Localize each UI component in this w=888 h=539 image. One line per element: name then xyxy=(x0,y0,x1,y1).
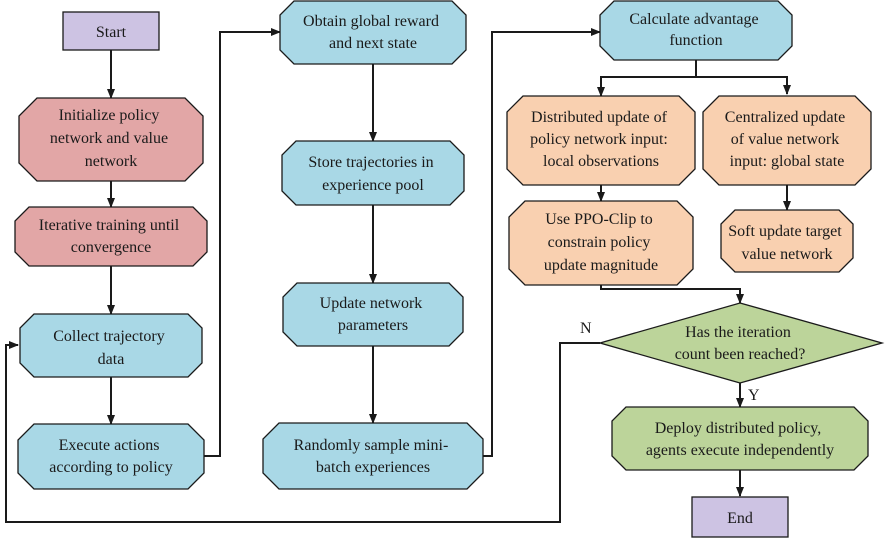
obtain-node-shape xyxy=(279,0,467,65)
collect-node-line: Collect trajectory xyxy=(53,328,165,345)
start-node-line: Start xyxy=(96,24,127,41)
edge-decision-no-to-collect xyxy=(5,341,600,523)
end-node-shape xyxy=(691,496,789,538)
update-params-node: Update network parameters xyxy=(282,282,464,347)
dist-update-node-line: local observations xyxy=(543,153,659,170)
execute-node-line: according to policy xyxy=(49,459,173,476)
dist-update-node: Distributed update of policy network inp… xyxy=(506,95,696,186)
edge-label-yes: Y xyxy=(748,387,760,404)
iterative-node-line: convergence xyxy=(71,239,152,256)
decision-node-line: Has the iteration xyxy=(685,324,791,341)
soft-update-node: Soft update target value network xyxy=(720,209,854,273)
central-update-node-text: Centralized update of value network inpu… xyxy=(725,109,849,170)
ppo-clip-node: Use PPO-Clip to constrain policy update … xyxy=(508,200,694,286)
central-update-node-line: of value network xyxy=(731,131,839,148)
init-node-shape xyxy=(18,97,204,182)
end-node-text: End xyxy=(727,510,753,527)
edge-execute-to-obtain xyxy=(204,28,281,457)
advantage-node-line: function xyxy=(669,32,722,49)
init-node-line: network and value xyxy=(50,130,168,147)
update-params-node-line: parameters xyxy=(338,317,408,334)
execute-node-text: Execute actions according to policy xyxy=(49,437,173,476)
central-update-node: Centralized update of value network inpu… xyxy=(702,95,872,186)
edges xyxy=(5,28,791,523)
update-params-node-line: Update network xyxy=(320,295,423,312)
ppo-clip-node-line: update magnitude xyxy=(544,257,658,274)
edge-advantage-branch xyxy=(600,60,697,94)
obtain-node: Obtain global reward and next state xyxy=(279,0,467,65)
central-update-node-line: Centralized update xyxy=(725,109,845,126)
update-params-node-shape xyxy=(282,282,464,347)
soft-update-node-shape xyxy=(720,209,854,273)
end-node: End xyxy=(691,496,789,538)
dist-update-node-line: Distributed update of xyxy=(531,109,668,126)
start-node: Start xyxy=(62,11,160,51)
init-node-line: Initialize policy xyxy=(59,107,160,124)
iterative-node-shape xyxy=(14,206,208,267)
store-node: Store trajectories in experience pool xyxy=(281,140,465,206)
store-node-text: Store trajectories in experience pool xyxy=(308,154,437,194)
iterative-node-line: Iterative training until xyxy=(39,217,180,234)
edge-ppo-to-decision xyxy=(600,285,744,304)
advantage-node-shape xyxy=(599,0,793,61)
store-node-shape xyxy=(281,140,465,206)
soft-update-node-text: Soft update target value network xyxy=(728,223,845,263)
deploy-node-line: agents execute independently xyxy=(646,442,834,459)
soft-update-node-line: value network xyxy=(741,246,832,263)
soft-update-node-line: Soft update target xyxy=(728,223,842,240)
ppo-clip-node-line: Use PPO-Clip to xyxy=(545,211,653,228)
obtain-node-text: Obtain global reward and next state xyxy=(303,13,443,52)
decision-node-text: Has the iteration count been reached? xyxy=(675,324,806,363)
deploy-node-shape xyxy=(611,406,869,471)
decision-node: Has the iteration count been reached? xyxy=(597,302,885,384)
start-node-text: Start xyxy=(96,24,127,41)
dist-update-node-text: Distributed update of policy network inp… xyxy=(530,109,672,170)
central-update-node-line: input: global state xyxy=(730,153,845,170)
ppo-clip-node-shape xyxy=(508,200,694,286)
edge-label-no: N xyxy=(580,320,592,337)
nodes: Start Initialize policy network and valu… xyxy=(14,0,885,538)
execute-node-line: Execute actions xyxy=(59,437,160,454)
deploy-node-text: Deploy distributed policy, agents execut… xyxy=(646,420,834,459)
iterative-node-text: Iterative training until convergence xyxy=(39,217,183,256)
collect-node-line: data xyxy=(98,351,125,368)
deploy-node-line: Deploy distributed policy, xyxy=(655,420,822,437)
collect-node-shape xyxy=(19,313,203,378)
decision-node-shape xyxy=(597,302,885,384)
execute-node: Execute actions according to policy xyxy=(17,423,205,490)
update-params-node-text: Update network parameters xyxy=(320,295,427,334)
init-node-line: network xyxy=(85,153,137,170)
ppo-clip-node-line: constrain policy xyxy=(548,234,651,251)
deploy-node: Deploy distributed policy, agents execut… xyxy=(611,406,869,471)
ppo-clip-node-text: Use PPO-Clip to constrain policy update … xyxy=(544,211,658,274)
store-node-line: experience pool xyxy=(322,177,424,194)
dist-update-node-shape xyxy=(506,95,696,186)
iterative-node: Iterative training until convergence xyxy=(14,206,208,267)
init-node-text: Initialize policy network and value netw… xyxy=(50,107,172,170)
init-node: Initialize policy network and value netw… xyxy=(18,97,204,182)
advantage-node-line: Calculate advantage xyxy=(629,11,758,28)
obtain-node-line: Obtain global reward xyxy=(303,13,439,30)
dist-update-node-line: policy network input: xyxy=(530,131,668,148)
execute-node-shape xyxy=(17,423,205,490)
sample-node-shape xyxy=(262,422,484,490)
store-node-line: Store trajectories in xyxy=(308,154,433,171)
advantage-node: Calculate advantage function xyxy=(599,0,793,61)
sample-node-line: batch experiences xyxy=(316,459,430,476)
collect-node: Collect trajectory data xyxy=(19,313,203,378)
start-node-shape xyxy=(62,11,160,51)
obtain-node-line: and next state xyxy=(329,35,417,52)
sample-node-line: Randomly sample mini- xyxy=(294,437,449,454)
advantage-node-text: Calculate advantage function xyxy=(629,11,762,49)
end-node-line: End xyxy=(727,510,753,527)
collect-node-text: Collect trajectory data xyxy=(53,328,169,368)
decision-node-line: count been reached? xyxy=(675,346,806,363)
edge-sample-to-advantage xyxy=(483,28,601,457)
central-update-node-shape xyxy=(702,95,872,186)
edge-advantage-branch-right xyxy=(696,76,791,95)
sample-node-text: Randomly sample mini- batch experiences xyxy=(294,437,453,476)
sample-node: Randomly sample mini- batch experiences xyxy=(262,422,484,490)
